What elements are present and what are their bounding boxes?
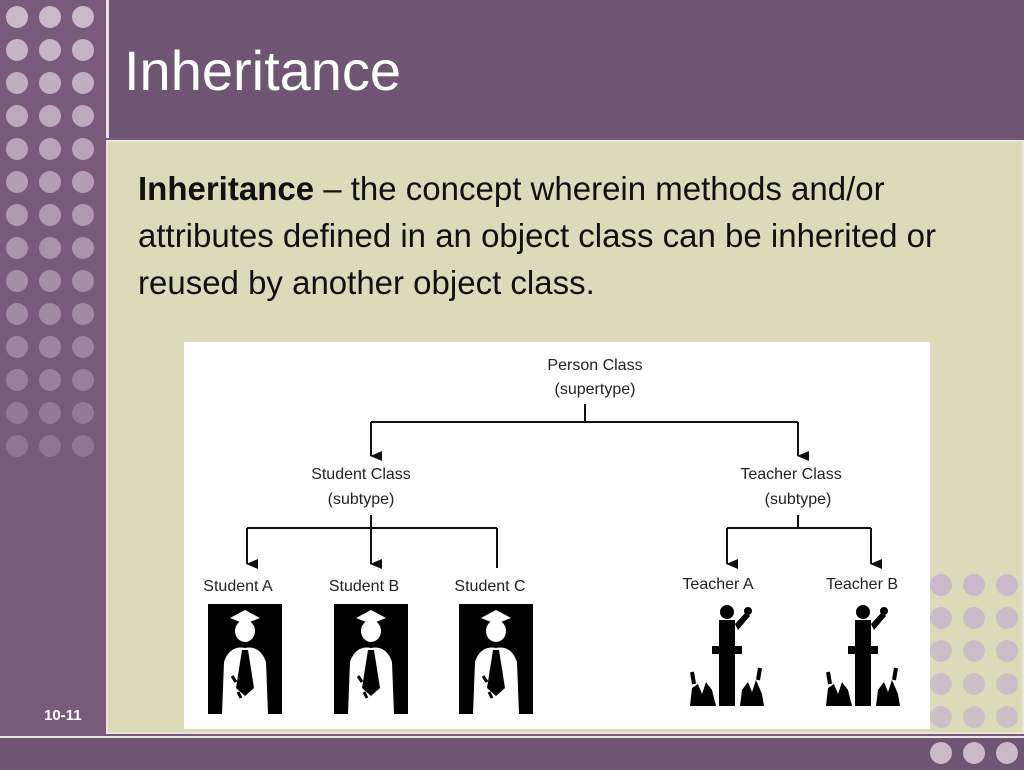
decorative-dot [6, 336, 28, 358]
decorative-dots-left [0, 0, 104, 470]
graduate-silhouette-icon [332, 602, 410, 716]
decorative-dot [963, 673, 985, 695]
decorative-dot [996, 742, 1018, 764]
slide-title: Inheritance [124, 39, 402, 102]
teacher-class-name: Teacher Class [740, 466, 841, 483]
decorative-dot [39, 138, 61, 160]
decorative-dot [930, 640, 952, 662]
decorative-dot [39, 237, 61, 259]
root-class-role: (supertype) [555, 381, 636, 398]
decorative-dot [72, 204, 94, 226]
leaf-label-student-c: Student C [454, 578, 525, 595]
decorative-dot [72, 336, 94, 358]
decorative-dot [72, 39, 94, 61]
decorative-dot [963, 607, 985, 629]
decorative-dot [6, 138, 28, 160]
decorative-dot [39, 6, 61, 28]
decorative-dot [39, 105, 61, 127]
decorative-dot [930, 607, 952, 629]
leaf-label-teacher-b: Teacher B [826, 576, 898, 593]
decorative-dot [930, 742, 952, 764]
decorative-dot [72, 138, 94, 160]
decorative-dot [963, 706, 985, 728]
decorative-dot [39, 435, 61, 457]
decorative-dot [6, 105, 28, 127]
definition-paragraph: Inheritance – the concept wherein method… [138, 165, 978, 306]
decorative-dot [72, 369, 94, 391]
leaf-label-student-a: Student A [203, 578, 273, 595]
root-connector [370, 404, 809, 461]
decorative-dot [39, 303, 61, 325]
decorative-dot [963, 742, 985, 764]
definition-text: – the concept wherein methods and/or att… [138, 170, 936, 301]
decorative-dot [72, 435, 94, 457]
slide-number: 10-11 [44, 707, 82, 724]
decorative-dots-bottom [918, 738, 1024, 768]
decorative-dot [39, 270, 61, 292]
leaf-label-student-b: Student B [329, 578, 399, 595]
definition-term: Inheritance [138, 170, 315, 207]
decorative-dot [39, 39, 61, 61]
decorative-dot [6, 171, 28, 193]
decorative-dot [39, 402, 61, 424]
decorative-dot [996, 574, 1018, 596]
decorative-dot [39, 171, 61, 193]
decorative-dot [963, 640, 985, 662]
teacher-podium-icon [824, 603, 902, 708]
graduate-silhouette-icon [206, 602, 284, 716]
decorative-dot [6, 6, 28, 28]
decorative-dot [72, 270, 94, 292]
decorative-dot [72, 6, 94, 28]
student-class-role: (subtype) [328, 491, 395, 508]
teacher-class-role: (subtype) [765, 491, 832, 508]
decorative-dot [72, 237, 94, 259]
decorative-dot [996, 640, 1018, 662]
decorative-dot [6, 402, 28, 424]
decorative-dot [6, 237, 28, 259]
teacher-connector [726, 515, 882, 569]
decorative-dot [930, 673, 952, 695]
decorative-dot [6, 435, 28, 457]
student-connector [246, 515, 498, 569]
leaf-label-teacher-a: Teacher A [682, 576, 753, 593]
decorative-dot [996, 673, 1018, 695]
decorative-dot [963, 574, 985, 596]
decorative-dot [930, 706, 952, 728]
decorative-dot [72, 105, 94, 127]
graduate-silhouette-icon [457, 602, 535, 716]
title-bar [106, 0, 1024, 138]
inheritance-diagram: Person Class (supertype) Student Class (… [184, 342, 930, 729]
decorative-dot [39, 369, 61, 391]
teacher-podium-icon [688, 603, 766, 708]
decorative-dot [6, 204, 28, 226]
decorative-dot [6, 72, 28, 94]
bottom-bar [0, 736, 1024, 770]
decorative-dot [39, 336, 61, 358]
decorative-dot [39, 72, 61, 94]
decorative-dot [72, 171, 94, 193]
decorative-dot [72, 402, 94, 424]
decorative-dot [6, 369, 28, 391]
decorative-dot [72, 72, 94, 94]
decorative-dot [39, 204, 61, 226]
decorative-dot [6, 39, 28, 61]
decorative-dot [930, 574, 952, 596]
decorative-dot [996, 706, 1018, 728]
decorative-dot [6, 303, 28, 325]
decorative-dot [996, 607, 1018, 629]
root-class-name: Person Class [547, 357, 642, 374]
student-class-name: Student Class [311, 466, 411, 483]
decorative-dot [72, 303, 94, 325]
decorative-dots-right [918, 570, 1024, 740]
decorative-dot [6, 270, 28, 292]
